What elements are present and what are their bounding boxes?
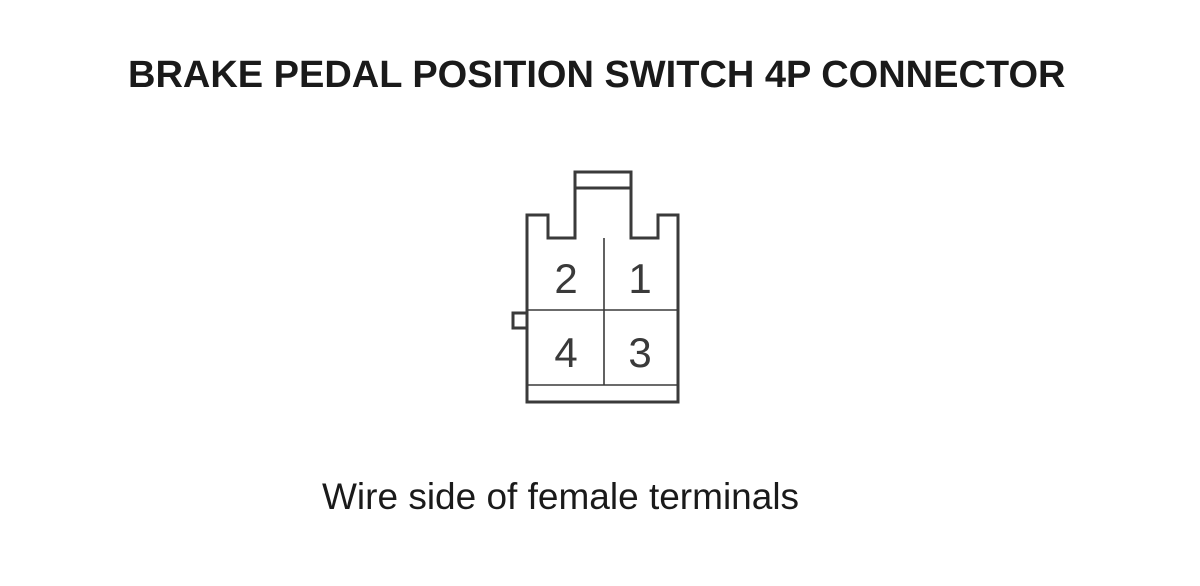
diagram-caption: Wire side of female terminals: [322, 476, 800, 517]
terminal-4-label: 4: [554, 329, 577, 376]
terminal-3-label: 3: [628, 329, 651, 376]
terminal-2-label: 2: [554, 255, 577, 302]
connector-housing-outline: [525, 170, 680, 404]
terminal-1-label: 1: [628, 255, 651, 302]
connector-diagram: 2 1 4 3: [511, 170, 680, 404]
diagram-title: BRAKE PEDAL POSITION SWITCH 4P CONNECTOR: [128, 54, 1066, 96]
side-key-tab: [511, 311, 527, 330]
